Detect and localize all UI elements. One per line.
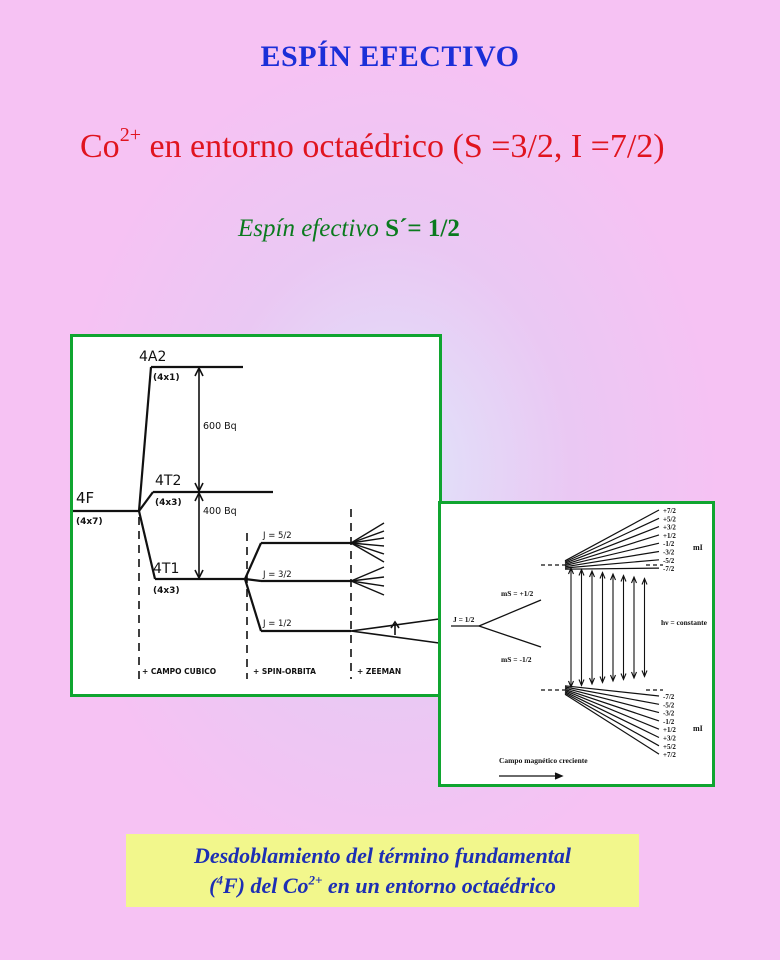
degeneracy-t2: (4x3) (155, 498, 182, 508)
hyperfine-diagram-svg: +7/2+5/2+3/2+1/2-1/2-3/2-5/2-7/2 -7/2-5/… (451, 507, 708, 780)
hyperfine-line-upper (564, 550, 660, 568)
degeneracy-t1: (4x3) (153, 586, 180, 596)
caption-line-1: Desdoblamiento del término fundamental (193, 843, 572, 868)
mi-lower-value: +7/2 (663, 751, 676, 759)
hyperfine-line-upper (564, 509, 660, 562)
transition-arrowhead-up (609, 572, 617, 581)
hyperfine-line-lower (564, 693, 660, 755)
transition-arrowhead-down (630, 671, 638, 680)
transition-arrowhead-down (641, 670, 648, 678)
hyperfine-line-lower (564, 692, 660, 747)
mi-lower-value: -3/2 (663, 710, 675, 718)
transition-arrowhead-up (599, 571, 606, 579)
free-ion-degeneracy: (4x7) (76, 517, 103, 527)
transition-arrowhead-down (599, 676, 606, 684)
hyperfine-diagram: +7/2+5/2+3/2+1/2-1/2-3/2-5/2-7/2 -7/2-5/… (438, 501, 715, 787)
hyperfine-line-upper (564, 534, 660, 565)
transition-label: hν = constante (661, 618, 708, 627)
hyperfine-line-upper (564, 567, 660, 570)
hyperfine-line-lower (564, 690, 660, 730)
effective-spin-value: S´= 1/2 (385, 215, 460, 242)
hyperfine-line-upper (564, 559, 660, 569)
mi-lower-value: -5/2 (663, 701, 675, 709)
zeeman-fan-j12 (350, 618, 439, 644)
gap-label-600: 600 Bq (203, 421, 237, 432)
effective-spin-label: Espín efectivo (238, 215, 379, 242)
hyperfine-line-lower (564, 691, 660, 739)
ms-lower-branch (478, 625, 542, 648)
mi-upper-value: +7/2 (663, 507, 676, 515)
transition-arrowhead-up (588, 569, 596, 578)
caption-line-2: (4F) del Co2+ en un entorno octaédrico (209, 872, 556, 898)
field-label: Campo magnético creciente (499, 756, 588, 765)
j-label-32: J = 3/2 (262, 570, 292, 580)
hyperfine-line-lower (564, 685, 660, 697)
mi-upper-value: -3/2 (663, 549, 675, 557)
environment-text: en entorno octaédrico (S =3/2, I =7/2) (149, 128, 665, 165)
free-ion-term: 4F (76, 489, 94, 507)
ms-upper-label: mS = +1/2 (501, 589, 534, 598)
page-title: ESPÍN EFECTIVO (260, 40, 520, 73)
transition-arrowhead-up (620, 574, 627, 582)
transition-arrowhead-up (630, 575, 638, 584)
transition-arrowhead-down (609, 674, 617, 683)
gap-label-400: 400 Bq (203, 506, 237, 517)
degeneracy-a2: (4x1) (153, 373, 180, 383)
mi-upper-labels: +7/2+5/2+3/2+1/2-1/2-3/2-5/2-7/2 (663, 507, 676, 573)
j-label-12: J = 1/2 (262, 619, 292, 629)
ms-lower-label: mS = -1/2 (501, 655, 532, 664)
mi-upper-value: -5/2 (663, 557, 675, 565)
term-t1: 4T1 (153, 561, 179, 577)
ion-charge: 2+ (119, 124, 141, 146)
transition-arrowhead-up (578, 568, 585, 576)
mi-lower-value: -1/2 (663, 718, 675, 726)
hyperfine-lines (564, 509, 660, 755)
hyperfine-line-upper (564, 517, 660, 563)
ms-upper-branch (478, 599, 542, 627)
mi-upper-value: -7/2 (663, 565, 675, 573)
mi-label-upper: mI (693, 543, 703, 552)
effective-spin: Espín efectivo S´= 1/2 (238, 215, 460, 243)
mi-lower-value: +1/2 (663, 726, 676, 734)
zeeman-fan-j32 (350, 566, 385, 596)
term-a2: 4A2 (139, 349, 166, 365)
j-label: J = 1/2 (453, 615, 475, 624)
splitting-diagram: 4F (4x7) 4A2 (4x1) 4T2 (4x3) 4T1 (4x3) 6… (70, 334, 442, 697)
stage-label-zeeman: + ZEEMAN (357, 667, 401, 676)
hyperfine-line-lower (564, 688, 660, 722)
mi-upper-value: +3/2 (663, 524, 676, 532)
stage-label-cubic: + CAMPO CUBICO (142, 667, 216, 676)
mi-label-lower: mI (693, 724, 703, 733)
mi-upper-value: -1/2 (663, 540, 675, 548)
mi-upper-value: +1/2 (663, 532, 676, 540)
hyperfine-line-upper (564, 526, 660, 564)
stage-label-spinorbit: + SPIN-ORBITA (253, 667, 316, 676)
zeeman-fan-j52 (350, 522, 385, 563)
transition-arrowhead-down (567, 680, 575, 689)
hyperfine-line-upper (564, 542, 660, 567)
hyperfine-line-lower (564, 687, 660, 714)
mi-lower-value: -7/2 (663, 693, 675, 701)
splitting-diagram-svg: 4F (4x7) 4A2 (4x1) 4T2 (4x3) 4T1 (4x3) 6… (73, 349, 439, 679)
transition-arrowhead-up (641, 577, 648, 585)
transition-arrowhead-down (588, 677, 596, 686)
ion-environment: Co2+ en entorno octaédrico (S =3/2, I =7… (80, 124, 665, 166)
transition-arrowhead-down (620, 673, 627, 681)
mi-upper-value: +5/2 (663, 515, 676, 523)
ion-symbol: Co (80, 128, 120, 165)
mi-lower-value: +5/2 (663, 743, 676, 751)
transition-arrowhead-up (567, 566, 575, 575)
term-t2: 4T2 (155, 473, 181, 489)
transition-arrows (567, 566, 648, 689)
figure-caption: Desdoblamiento del término fundamental (… (126, 834, 639, 907)
j-label-52: J = 5/2 (262, 531, 292, 541)
transition-arrowhead-down (578, 679, 585, 687)
mi-lower-labels: -7/2-5/2-3/2-1/2+1/2+3/2+5/2+7/2 (663, 693, 676, 759)
hyperfine-line-lower (564, 686, 660, 705)
mi-lower-value: +3/2 (663, 735, 676, 743)
